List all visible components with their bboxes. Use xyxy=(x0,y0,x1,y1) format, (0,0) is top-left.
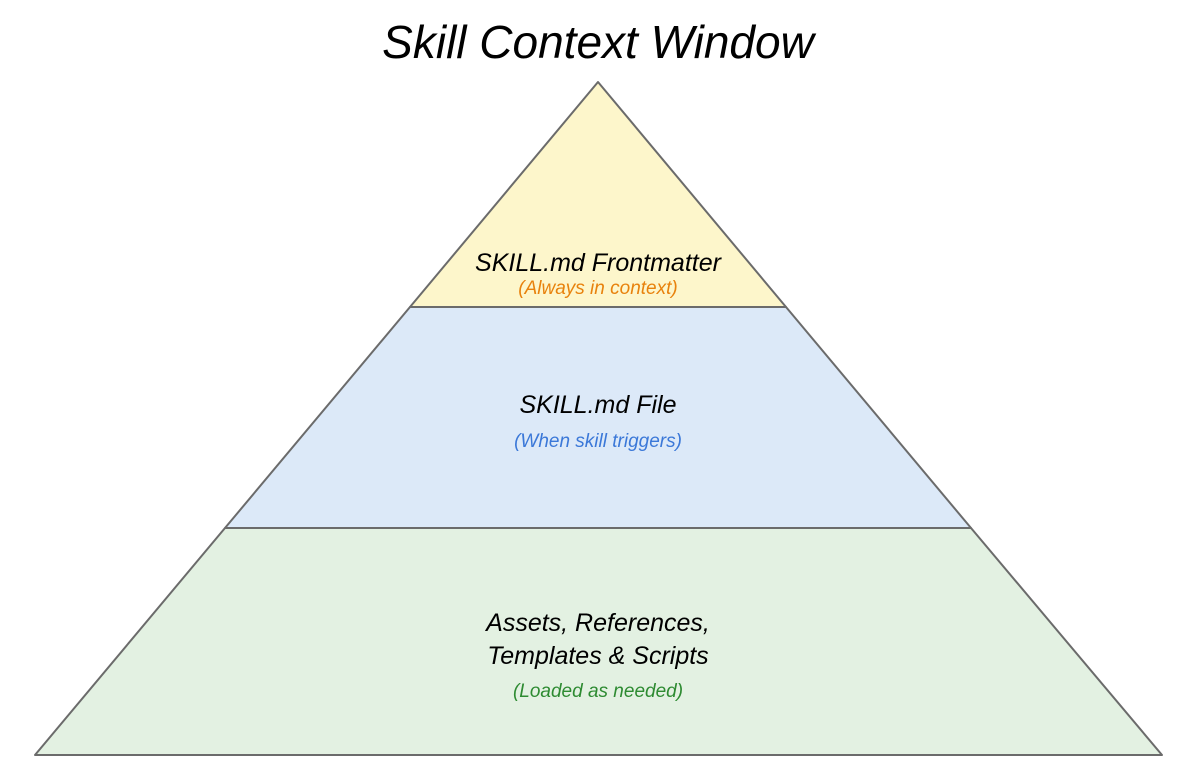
tier-frontmatter-caption: (Always in context) xyxy=(518,278,677,299)
tier-skill-md-file-caption: (When skill triggers) xyxy=(514,431,682,452)
diagram-title: Skill Context Window xyxy=(382,16,816,68)
tier-skill-md-file-label: SKILL.md File xyxy=(519,391,676,419)
tier-assets-label-line1: Assets, References, xyxy=(484,609,710,637)
tier-assets-shape xyxy=(34,527,1163,756)
tier-assets-label-line2: Templates & Scripts xyxy=(487,642,708,670)
tier-frontmatter-label: SKILL.md Frontmatter xyxy=(475,249,723,277)
tier-assets-caption: (Loaded as needed) xyxy=(513,681,683,702)
